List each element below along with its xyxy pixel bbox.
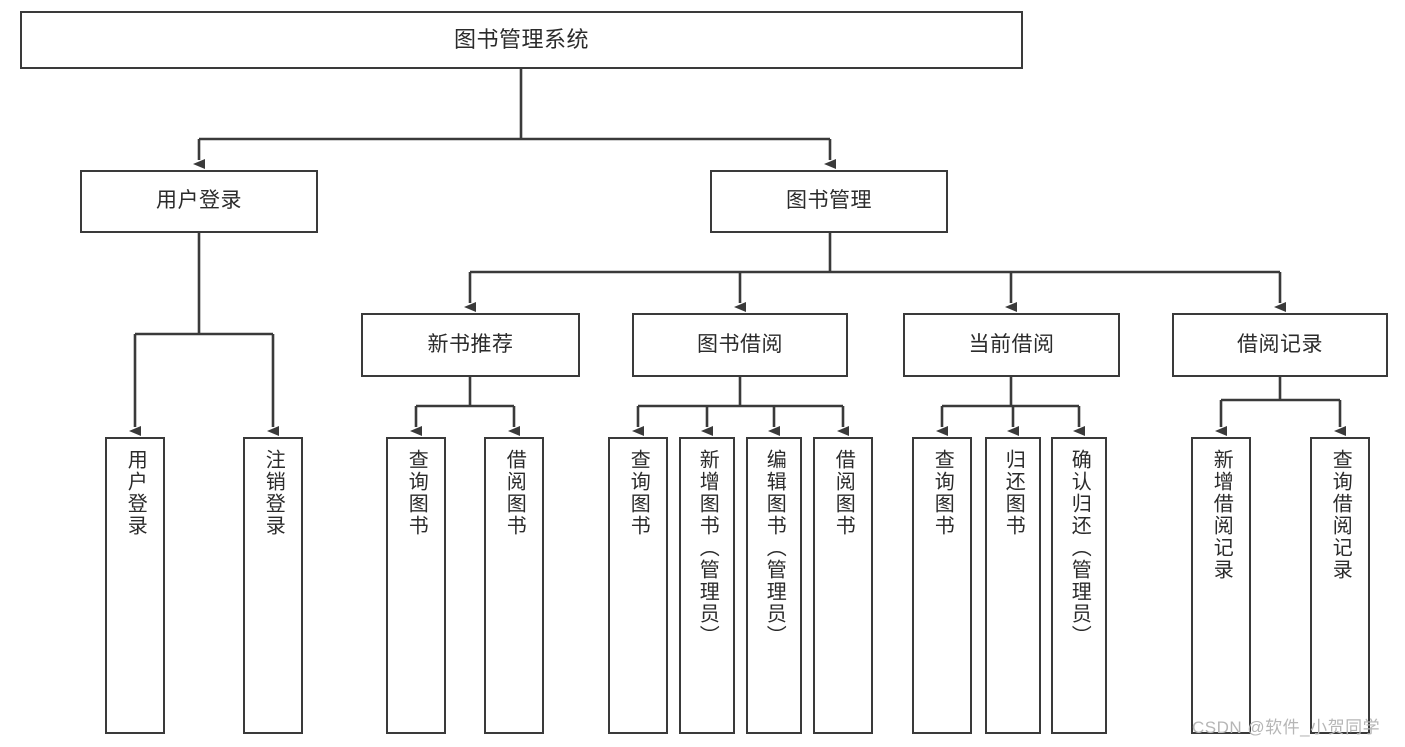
leaf-return-book[interactable]: 归还图书 <box>985 437 1041 734</box>
node-new-book-rec-label: 新书推荐 <box>427 332 514 356</box>
node-book-borrow-label: 图书借阅 <box>697 332 783 356</box>
leaf-query-book-rec-label: 查询图书 <box>405 449 428 537</box>
node-borrow-record-label: 借阅记录 <box>1237 332 1323 356</box>
leaf-confirm-return[interactable]: 确认归还（管理员） <box>1051 437 1107 734</box>
leaf-edit-book-label: 编辑图书（管理员） <box>763 449 786 647</box>
leaf-query-book[interactable]: 查询图书 <box>608 437 668 734</box>
node-book-manage[interactable]: 图书管理 <box>710 170 948 233</box>
leaf-query-book-rec[interactable]: 查询图书 <box>386 437 446 734</box>
node-user-login-label: 用户登录 <box>156 189 242 213</box>
node-current-borrow-label: 当前借阅 <box>968 332 1055 356</box>
leaf-borrow-book-label: 借阅图书 <box>832 449 855 537</box>
node-new-book-rec[interactable]: 新书推荐 <box>361 313 580 377</box>
node-root[interactable]: 图书管理系统 <box>20 11 1023 69</box>
leaf-user-logout-label: 注销登录 <box>262 449 285 537</box>
node-book-manage-label: 图书管理 <box>786 189 872 213</box>
leaf-query-record-label: 查询借阅记录 <box>1329 449 1352 581</box>
leaf-add-book[interactable]: 新增图书（管理员） <box>679 437 735 734</box>
leaf-query-book-label: 查询图书 <box>627 449 650 537</box>
leaf-query-record[interactable]: 查询借阅记录 <box>1310 437 1370 734</box>
node-root-label: 图书管理系统 <box>453 27 589 53</box>
node-borrow-record[interactable]: 借阅记录 <box>1172 313 1388 377</box>
csdn-watermark: CSDN @软件_小贺同学 <box>1192 718 1381 737</box>
leaf-add-book-label: 新增图书（管理员） <box>696 449 719 647</box>
leaf-add-record-label: 新增借阅记录 <box>1210 449 1233 581</box>
leaf-borrow-book-rec[interactable]: 借阅图书 <box>484 437 544 734</box>
leaf-borrow-book-rec-label: 借阅图书 <box>503 449 526 537</box>
leaf-query-book-cur[interactable]: 查询图书 <box>912 437 972 734</box>
leaf-borrow-book[interactable]: 借阅图书 <box>813 437 873 734</box>
leaf-query-book-cur-label: 查询图书 <box>931 449 954 537</box>
node-book-borrow[interactable]: 图书借阅 <box>632 313 848 377</box>
leaf-return-book-label: 归还图书 <box>1002 449 1025 537</box>
leaf-add-record[interactable]: 新增借阅记录 <box>1191 437 1251 734</box>
node-user-login[interactable]: 用户登录 <box>80 170 318 233</box>
node-current-borrow[interactable]: 当前借阅 <box>903 313 1120 377</box>
leaf-user-login[interactable]: 用户登录 <box>105 437 165 734</box>
leaf-edit-book[interactable]: 编辑图书（管理员） <box>746 437 802 734</box>
leaf-user-logout[interactable]: 注销登录 <box>243 437 303 734</box>
leaf-confirm-return-label: 确认归还（管理员） <box>1068 449 1091 647</box>
leaf-user-login-label: 用户登录 <box>124 449 147 537</box>
